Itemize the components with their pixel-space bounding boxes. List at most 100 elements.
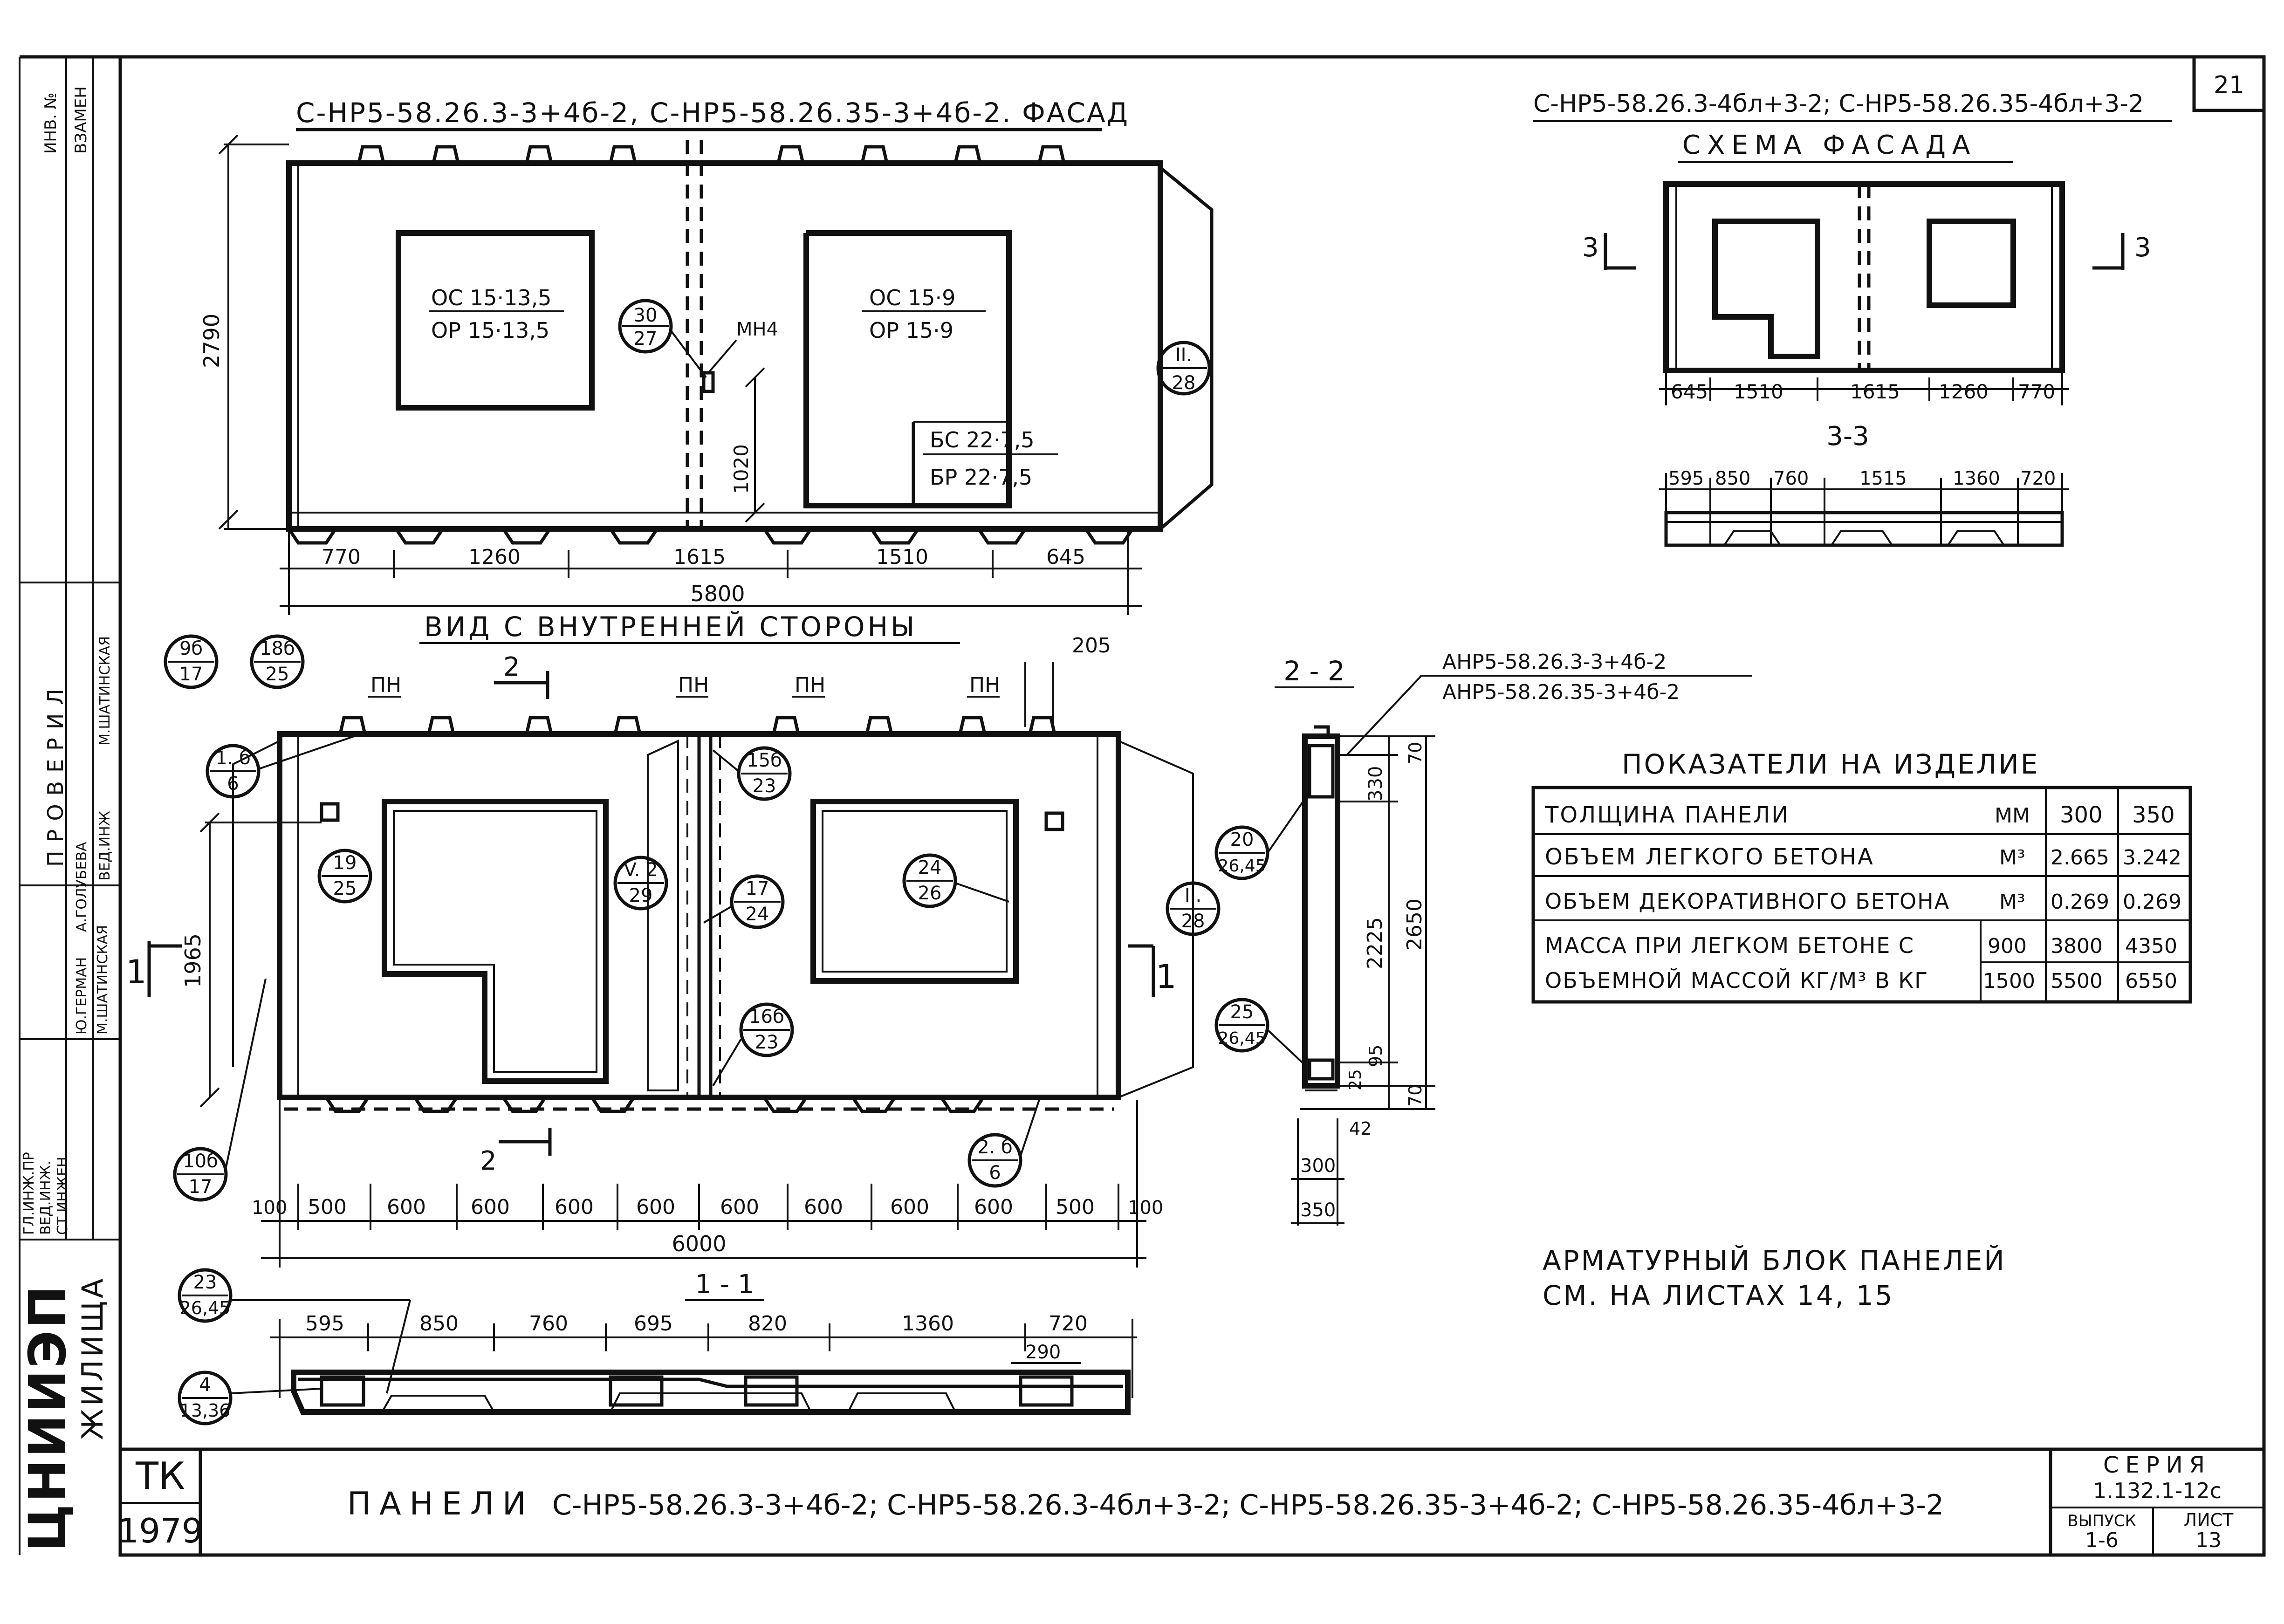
inside-pn-3: ПН (795, 673, 825, 697)
ind-row2-unit: М³ (1999, 890, 2025, 914)
section11-title: 1 - 1 (695, 1269, 754, 1300)
ind-row0-label: ТОЛЩИНА ПАНЕЛИ (1544, 802, 1790, 828)
section22-dim-42: 42 (1349, 1118, 1372, 1139)
section22-node-25-top: 25 (1230, 1001, 1254, 1023)
facade-lifting-loops (357, 145, 1066, 164)
scheme-section-right: 3 (2134, 233, 2151, 263)
inside-node-15b: 15б 23 (712, 746, 792, 801)
inside-pn-2: ПН (678, 673, 709, 697)
scheme-view: С-НР5-58.26.3-4бл+3-2; С-НР5-58.26.35-4б… (1533, 90, 2172, 547)
facade-node-b-top: II. (1175, 344, 1192, 366)
section22-dim-330: 330 (1365, 766, 1386, 802)
inside-dim-10: 500 (1056, 1195, 1095, 1219)
sheet-number: 21 (2214, 71, 2244, 99)
title-codes: С-НР5-58.26.3-3+4б-2; С-НР5-58.26.3-4бл+… (552, 1489, 1944, 1521)
section22-dim-300: 300 (1300, 1155, 1336, 1177)
scheme-sec-dim-5: 720 (2020, 468, 2056, 489)
inside-node-v2-bottom: 29 (629, 885, 653, 906)
facade-window-2-bottom: ОР 15·9 (869, 318, 953, 343)
inside-dim-2: 600 (387, 1195, 426, 1219)
title-prefix: ПАНЕЛИ (347, 1486, 535, 1522)
inside-dim-5: 600 (636, 1195, 675, 1219)
inside-node-15b-bottom: 23 (753, 775, 776, 797)
ind-mass0-v1: 3800 (2051, 934, 2103, 958)
scheme-sec-dim-1: 850 (1715, 468, 1750, 489)
inside-dim-4: 600 (555, 1195, 594, 1219)
scheme-sec-dim-0: 595 (1668, 468, 1704, 489)
ind-mass-label-2: ОБЪЕМНОЙ МАССОЙ КГ/М³ В КГ (1545, 968, 1928, 993)
inside-node-9b: 9б 17 (164, 634, 219, 689)
title-list-label: ЛИСТ (2184, 1510, 2234, 1530)
section22-dim-70-bottom: 70 (1405, 1084, 1426, 1107)
inside-dim-1: 500 (308, 1195, 347, 1219)
section22-dim-95: 95 (1365, 1045, 1386, 1067)
scheme-dim-2: 1615 (1850, 380, 1900, 403)
inside-window-2 (810, 799, 1019, 984)
ind-row1-v2: 3.242 (2123, 846, 2181, 870)
ind-row2-v2: 0.269 (2123, 890, 2181, 914)
facade-dim-height: 2790 (199, 314, 224, 368)
scheme-dim-4: 770 (2018, 380, 2055, 403)
note-line-1: АРМАТУРНЫЙ БЛОК ПАНЕЛЕЙ (1543, 1244, 2006, 1276)
strip-name-3: М.ШАТИНСКАЯ (97, 636, 113, 746)
facade-node-b-bottom: 28 (1172, 372, 1196, 394)
inside-node-10b-bottom: 17 (189, 1176, 213, 1198)
section11-dim-0: 595 (305, 1312, 344, 1336)
inside-node-24: 24 26 (902, 853, 1009, 908)
facade-view: С-НР5-58.26.3-3+4б-2, С-НР5-58.26.35-3+4… (199, 97, 1214, 615)
inside-node-18b-top: 18б (260, 638, 295, 659)
inside-section-1-right: 1 (1156, 958, 1177, 996)
title-year: 1979 (117, 1511, 203, 1550)
facade-title: С-НР5-58.26.3-3+4б-2, С-НР5-58.26.35-3+4… (296, 97, 1129, 129)
scheme-title: С-НР5-58.26.3-4бл+3-2; С-НР5-58.26.35-4б… (1533, 90, 2144, 118)
inside-node-16b-bottom: 23 (755, 1032, 779, 1053)
inside-node-17: 17 24 (703, 874, 785, 929)
ind-mass1-v2: 6550 (2125, 969, 2177, 993)
inside-node-19-bottom: 25 (333, 878, 357, 899)
ind-row0-v2: 350 (2132, 802, 2175, 828)
scheme-section-title: 3-3 (1826, 421, 1869, 452)
sheet-frame (118, 55, 2266, 1557)
ind-row1-label: ОБЪЕМ ЛЕГКОГО БЕТОНА (1545, 844, 1874, 870)
strip-role-1: ВЕД.ИНЖ. (38, 1161, 54, 1235)
section11-dim-2: 760 (529, 1312, 568, 1336)
scheme-dim-3: 1260 (1939, 380, 1989, 403)
section22-dim-2225: 2225 (1363, 917, 1387, 969)
inside-dim-205: 205 (1072, 634, 1111, 658)
ind-row1-v1: 2.665 (2051, 846, 2109, 870)
section11-node-23-bottom: 26,45 (180, 1298, 231, 1318)
facade-total: 5800 (690, 581, 745, 606)
strip-top-inv: ИНВ. № (41, 93, 60, 154)
inside-dim-6: 600 (720, 1195, 759, 1219)
left-approval-strip: ИНВ. № ВЗАМЕН ПРОВЕРИЛ ГЛ.ИНЖ.ПР ВЕД.ИНЖ… (18, 55, 120, 1555)
section11-dim-5: 1360 (902, 1312, 954, 1336)
title-series-value: 1.132.1-12с (2093, 1478, 2222, 1503)
inside-node-11-bottom: 28 (1181, 911, 1205, 932)
facade-window-1-top: ОС 15·13,5 (431, 285, 552, 310)
facade-dim-2: 1615 (673, 545, 726, 569)
section11-node-4-top: 4 (199, 1374, 211, 1396)
inside-dim-0: 100 (252, 1197, 287, 1219)
inside-dim-11: 100 (1128, 1197, 1163, 1219)
ind-mass1-v1: 5500 (2051, 969, 2103, 993)
inside-pn-1: ПН (370, 673, 401, 697)
facade-dim-0: 770 (322, 545, 361, 569)
strip-role-0: ГЛ.ИНЖ.ПР (21, 1152, 37, 1235)
inside-total: 6000 (672, 1231, 726, 1256)
ind-mass0-v2: 4350 (2125, 934, 2177, 958)
inside-node-2b-bottom: 6 (989, 1162, 1001, 1184)
inside-section-2-bottom: 2 (480, 1146, 497, 1176)
section22-title: 2 - 2 (1283, 655, 1345, 687)
strip-name-1: М.ШАТИНСКАЯ (95, 925, 111, 1035)
org-word: ЖИЛИЩА (75, 1276, 110, 1440)
inside-node-15b-top: 15б (747, 750, 782, 771)
ind-mass0-density: 900 (1988, 934, 2027, 958)
section22-code-1: АНР5-58.26.35-3+4б-2 (1442, 680, 1680, 704)
inside-node-1b-top: 1. б (215, 747, 251, 769)
section22-dim-25: 25 (1346, 1069, 1365, 1090)
facade-mn-label: МН4 (736, 319, 778, 340)
facade-dim-1: 1260 (468, 545, 521, 569)
inside-node-19: 19 25 (317, 849, 372, 904)
title-issue-value: 1-6 (2085, 1528, 2119, 1552)
strip-name-0: Ю.ГЕРМАН (74, 957, 90, 1035)
